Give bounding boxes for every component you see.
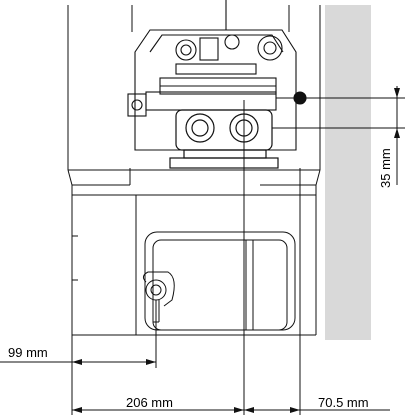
wall-panel: [325, 5, 371, 340]
tank-upper-body: [67, 5, 321, 171]
valve-head: [127, 0, 307, 151]
dimension-label-35mm: 35 mm: [378, 148, 393, 188]
dimension-label-70-5mm: 70.5 mm: [318, 395, 369, 410]
tank-collar: [67, 168, 321, 196]
outlet-ports: [169, 109, 279, 169]
tank-lower-body: [71, 195, 317, 336]
dimension-label-206mm: 206 mm: [126, 395, 173, 410]
dimension-lines: [0, 86, 405, 415]
dimension-label-99mm: 99 mm: [8, 345, 48, 360]
drain-fitting: [142, 271, 175, 323]
dimension-arrows: [72, 88, 400, 413]
